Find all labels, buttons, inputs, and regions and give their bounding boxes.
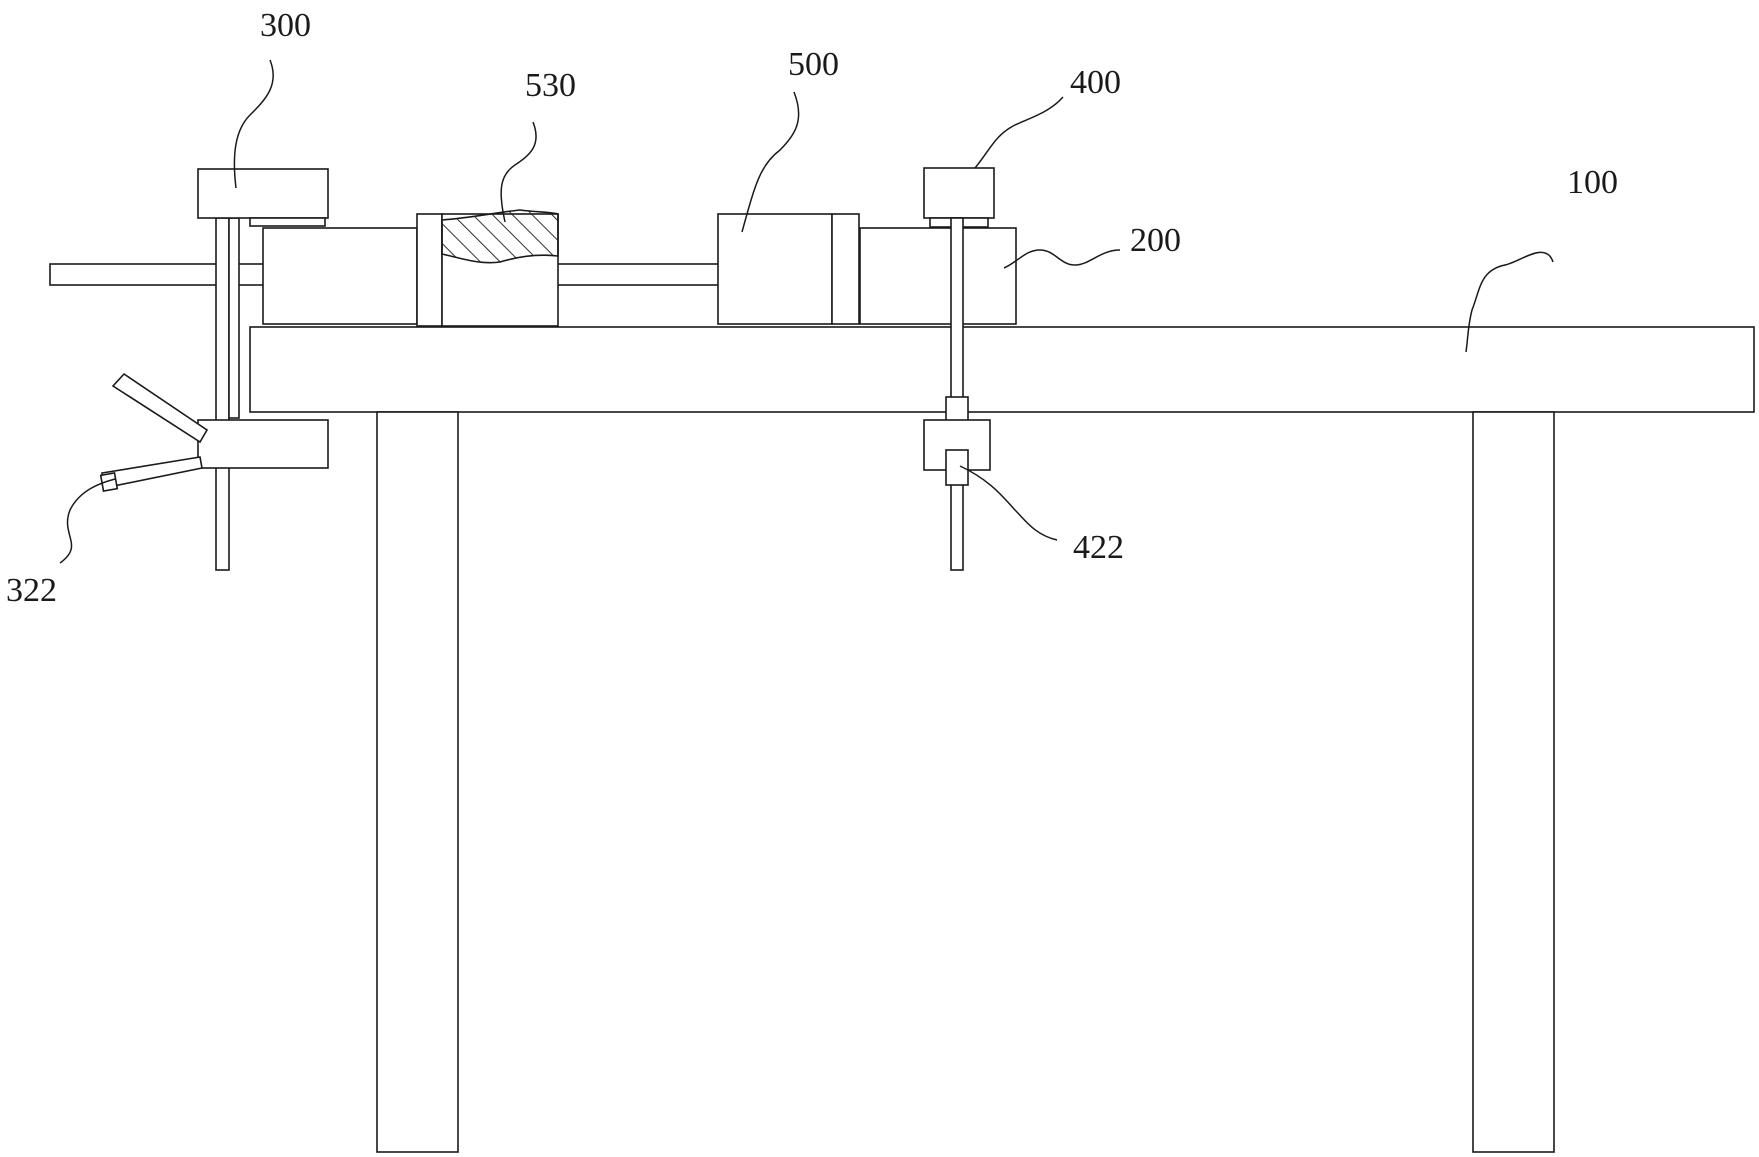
left-clamp-side-bar — [228, 217, 240, 419]
leader-lower-fitting — [959, 465, 1058, 541]
mold-block — [717, 213, 833, 325]
right-clamp — [923, 167, 995, 571]
right-clamp-top-cap — [923, 167, 995, 219]
table-top — [249, 326, 1755, 413]
label-workpiece: 530 — [525, 67, 576, 104]
left-clamp-upper-lever — [111, 372, 209, 444]
label-table: 100 — [1567, 164, 1618, 201]
mold-plate — [831, 213, 860, 325]
base-block — [859, 227, 1017, 325]
label-lower-fitting: 422 — [1073, 529, 1124, 566]
lower-fitting — [923, 419, 991, 471]
label-mold-block: 500 — [788, 46, 839, 83]
label-handle: 322 — [6, 572, 57, 609]
leader-right-clamp — [974, 96, 1064, 169]
table-leg-right — [1472, 411, 1555, 1153]
left-clamp-lower-block — [197, 419, 329, 469]
left-body-block — [262, 227, 418, 325]
leader-left-clamp — [233, 59, 274, 189]
left-clamp-plate — [416, 213, 443, 327]
left-clamp — [99, 168, 329, 571]
label-left-clamp: 300 — [260, 7, 311, 44]
leader-table — [1465, 251, 1554, 353]
table — [249, 326, 1755, 1153]
table-leg-left — [376, 411, 459, 1153]
leader-mold-block — [741, 91, 800, 233]
reference-labels: 100 200 300 322 400 422 500 530 — [6, 7, 1618, 609]
left-clamp-vertical-bar — [215, 217, 230, 571]
leader-lines — [59, 59, 1554, 564]
leader-workpiece — [500, 121, 537, 223]
base-block-assembly — [262, 209, 1017, 327]
label-right-clamp: 400 — [1070, 64, 1121, 101]
leader-handle — [59, 478, 116, 564]
leader-base-block — [1003, 249, 1121, 269]
right-clamp-collar-lower — [945, 449, 969, 486]
workpiece — [441, 209, 559, 264]
label-base-block: 200 — [1130, 222, 1181, 259]
left-clamp-top-cap — [197, 168, 329, 219]
left-clamp-top-pad — [249, 217, 326, 227]
right-clamp-screw — [950, 217, 964, 571]
